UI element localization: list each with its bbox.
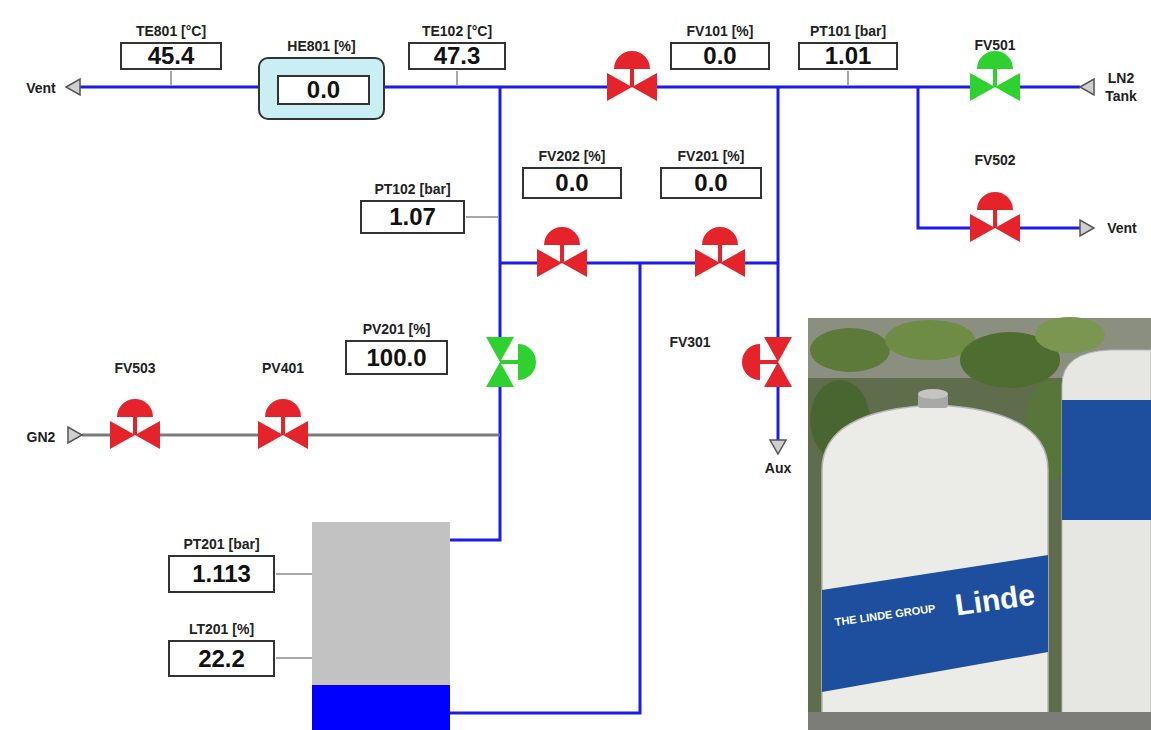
- tank-photo: [808, 317, 1151, 730]
- value-box: FV202 [%]0.0: [522, 167, 622, 199]
- tag-label: PT201 [bar]: [183, 536, 259, 552]
- terminal-label: Aux: [765, 460, 791, 476]
- tag-label: FV201 [%]: [678, 148, 745, 164]
- valve-tag: FV301: [669, 334, 710, 350]
- terminal-label: GN2: [27, 429, 56, 445]
- value-box: PT102 [bar]1.07: [360, 200, 465, 234]
- value-readout: 1.01: [800, 44, 896, 68]
- value-box: PV201 [%]100.0: [345, 340, 448, 375]
- terminal-label: Vent: [1107, 220, 1137, 236]
- flow-terminals: [66, 79, 1094, 454]
- valve-tag: FV502: [974, 152, 1015, 168]
- tag-label: TE102 [°C]: [422, 23, 492, 39]
- value-box: FV101 [%]0.0: [670, 42, 770, 70]
- valve-symbol: [970, 192, 1020, 242]
- terminal-label: LN2 Tank: [1099, 69, 1143, 105]
- value-box: LT201 [%]22.2: [168, 640, 275, 677]
- photo-brand-text: THE LINDE GROUP: [834, 602, 936, 628]
- value-readout: 45.4: [122, 44, 220, 68]
- valve-symbol: [537, 227, 587, 277]
- photo-brand-logo: Linde: [953, 578, 1037, 623]
- value-readout: 100.0: [347, 342, 446, 373]
- value-box: PT201 [bar]1.113: [168, 555, 275, 593]
- value-readout: 0.0: [672, 44, 768, 68]
- valve-symbol: [486, 337, 536, 387]
- heater-box: HE801 [%]0.0: [258, 57, 385, 120]
- valve-tag: PV401: [262, 360, 304, 376]
- tank-liquid: [312, 685, 450, 730]
- valve-tag: FV503: [114, 360, 155, 376]
- tag-label: LT201 [%]: [189, 621, 254, 637]
- tag-label: HE801 [%]: [287, 38, 355, 54]
- tag-label: FV101 [%]: [687, 23, 754, 39]
- terminal-label: Vent: [26, 80, 56, 96]
- value-box: TE102 [°C]47.3: [408, 42, 506, 70]
- tank-vessel: [312, 522, 450, 730]
- value-readout: 0.0: [524, 169, 620, 197]
- value-readout: 0.0: [662, 169, 760, 197]
- tag-label: PT101 [bar]: [810, 23, 886, 39]
- valve-symbol: [607, 51, 657, 101]
- value-readout: 22.2: [170, 642, 273, 675]
- value-box: FV201 [%]0.0: [660, 167, 762, 199]
- value-readout: 1.113: [170, 557, 273, 591]
- valve-symbol: [695, 227, 745, 277]
- tag-label: PT102 [bar]: [374, 181, 450, 197]
- tag-label: TE801 [°C]: [136, 23, 206, 39]
- valve-symbol: [110, 399, 160, 449]
- tag-label: FV202 [%]: [539, 148, 606, 164]
- pipe-lines: [80, 87, 1080, 713]
- valve-symbol: [258, 399, 308, 449]
- valve-symbol: [742, 337, 792, 387]
- value-readout: 0.0: [279, 77, 368, 103]
- tag-label: PV201 [%]: [363, 321, 431, 337]
- valve-tag: FV501: [974, 37, 1015, 53]
- value-box: PT101 [bar]1.01: [798, 42, 898, 70]
- valve-symbol: [970, 51, 1020, 101]
- value-box: TE801 [°C]45.4: [120, 42, 222, 70]
- value-readout: 1.07: [362, 202, 463, 232]
- value-box: 0.0: [277, 75, 370, 105]
- value-readout: 47.3: [410, 44, 504, 68]
